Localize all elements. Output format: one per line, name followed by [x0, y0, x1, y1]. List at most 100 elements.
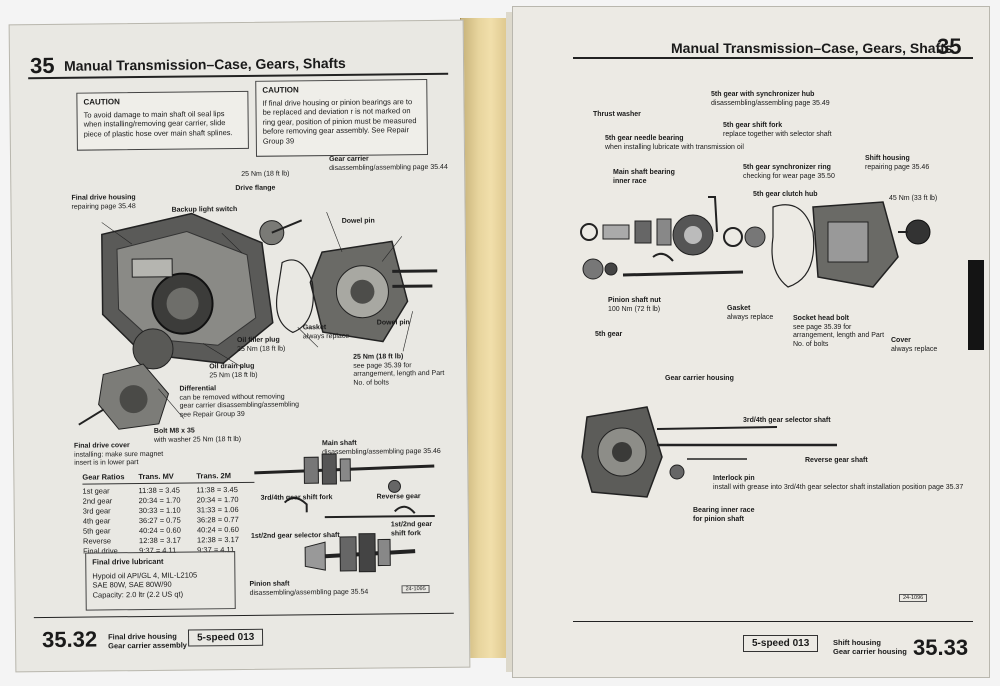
label-sync-ring-sub: checking for wear page 35.50: [743, 172, 835, 180]
right-footer-speed-box: 5-speed 013: [743, 635, 819, 652]
label-thrust-washer: Thrust washer: [593, 111, 641, 118]
label-needle-bearing-title: 5th gear needle bearing: [605, 135, 684, 142]
label-torque-25-bolts-sub: see page 35.39 for arrangement, length a…: [353, 361, 445, 387]
label-shift-housing: Shift housing repairing page 35.46: [865, 155, 929, 172]
label-gasket-right-sub: always replace: [727, 313, 774, 321]
label-pinion-shaft: Pinion shaft disassembling/assembling pa…: [249, 580, 368, 598]
label-main-race: Main shaft bearing inner race: [613, 169, 675, 186]
table-cell: 12:38 = 3.17: [138, 535, 181, 546]
label-fifth-shift-fork-sub: replace together with selector shaft: [723, 130, 832, 138]
label-cover-title: Cover: [891, 337, 911, 344]
right-header-title: Manual Transmission–Case, Gears, Shafts: [671, 40, 953, 56]
label-oil-drain-plug: Oil drain plug 25 Nm (18 ft lb): [209, 363, 257, 381]
gear-ratios-header-row: Gear Ratios Trans. MV Trans. 2M: [82, 470, 255, 485]
right-footer-page-number: 35.33: [913, 635, 969, 660]
left-header-number: 35: [29, 52, 55, 79]
label-final-drive-housing: Final drive housing repairing page 35.48: [71, 194, 135, 212]
label-dowel-pin-top: Dowel pin: [341, 217, 375, 225]
left-footer-rule: [33, 612, 454, 619]
label-bearing-race: Bearing inner race for pinion shaft: [693, 507, 754, 524]
label-pinion-nut-title: Pinion shaft nut: [608, 297, 661, 304]
page-stack-edge: [506, 12, 516, 672]
left-footer-speed-box: 5-speed 013: [187, 628, 264, 647]
label-fifth-sync-hub-sub: disassembling/assembling page 35.49: [711, 99, 830, 107]
table-cell: 36:27 = 0.75: [138, 515, 181, 526]
label-pinion-nut: Pinion shaft nut 100 Nm (72 ft lb): [608, 297, 661, 314]
label-cover: Cover always replace: [891, 337, 937, 354]
label-differential-sub: can be removed without removing gear car…: [179, 393, 300, 419]
gear-ratios-header-cell: Trans. 2M: [196, 471, 232, 481]
label-final-drive-housing-sub: repairing page 35.48: [71, 202, 136, 211]
label-shift-housing-sub: repairing page 35.46: [865, 163, 930, 171]
label-oil-filler-plug-sub: 25 Nm (18 ft lb): [236, 345, 286, 353]
label-selector-shaft-34: 3rd/4th gear selector shaft: [743, 417, 831, 424]
label-socket-bolt-sub: see page 35.39 for arrangement, length a…: [793, 323, 885, 348]
table-cell: 1st gear: [82, 486, 110, 496]
label-reverse-gear: Reverse gear: [376, 493, 421, 501]
label-fifth-shift-fork: 5th gear shift fork replace together wit…: [723, 122, 832, 139]
label-gasket: Gasket always replace: [303, 324, 349, 341]
left-footer-description: Final drive housing Gear carrier assembl…: [108, 632, 187, 651]
gear-ratios-header-cell: Trans. MV: [138, 471, 174, 482]
label-needle-bearing: 5th gear needle bearing when installing …: [605, 135, 744, 152]
label-torque-25-bolts: 25 Nm (18 ft lb) see page 35.39 for arra…: [353, 353, 453, 388]
final-drive-lubricant-box: Final drive lubricant Hypoid oil API/GL …: [85, 551, 236, 611]
label-main-race-sub: inner race: [613, 177, 647, 185]
label-fifth-sync-hub-title: 5th gear with synchronizer hub: [711, 91, 815, 98]
table-cell: 3rd gear: [82, 506, 111, 516]
label-pinion-shaft-sub: disassembling/assembling page 35.54: [249, 588, 369, 597]
label-cover-sub: always replace: [891, 345, 938, 353]
right-header-number: 35: [937, 34, 962, 59]
table-cell: 2nd gear: [82, 496, 113, 506]
right-page: Manual Transmission–Case, Gears, Shafts …: [512, 6, 990, 678]
table-cell: 11:38 = 3.45: [196, 485, 238, 495]
label-oil-drain-plug-sub: 25 Nm (18 ft lb): [209, 371, 258, 379]
left-footer-page-number: 35.32: [41, 626, 98, 653]
caution-1-text: To avoid damage to main shaft oil seal l…: [83, 108, 233, 139]
label-drive-flange: Drive flange: [235, 184, 276, 193]
right-footer-rule: [573, 621, 973, 622]
label-dowel-pin-bottom: Dowel pin: [376, 319, 410, 327]
caution-2-title: CAUTION: [262, 85, 299, 95]
shift-housing-exploded-drawing: [580, 196, 931, 288]
table-cell: 36:28 = 0.77: [196, 515, 239, 525]
lubricant-line: Capacity: 2.0 ltr (2.2 US qt): [92, 589, 184, 600]
label-interlock-pin-title: Interlock pin: [713, 475, 755, 482]
section-index-tab: [968, 260, 984, 350]
right-header-rule: [573, 57, 973, 59]
label-torque-45: 45 Nm (33 ft lb): [889, 195, 938, 202]
label-reverse-gear-shaft: Reverse gear shaft: [805, 457, 868, 464]
label-shift-fork-12: 1st/2nd gear shift fork: [390, 520, 433, 537]
table-cell: Reverse: [82, 536, 112, 546]
left-page: 35 Manual Transmission–Case, Gears, Shaf…: [8, 19, 471, 673]
left-caution-box-1: CAUTION To avoid damage to main shaft oi…: [76, 90, 249, 151]
footer-desc-line: Gear carrier assembly: [108, 640, 187, 651]
lubricant-title: Final drive lubricant: [92, 556, 164, 567]
label-socket-bolt: Socket head bolt see page 35.39 for arra…: [793, 315, 893, 349]
table-cell: 11:38 = 3.45: [138, 485, 180, 496]
label-sync-ring-title: 5th gear synchronizer ring: [743, 164, 831, 171]
label-pinion-nut-sub: 100 Nm (72 ft lb): [608, 305, 661, 313]
label-fifth-shift-fork-title: 5th gear shift fork: [723, 122, 783, 129]
label-differential: Differential can be removed without remo…: [179, 384, 299, 419]
table-cell: 40:24 = 0.60: [196, 525, 239, 535]
table-cell: 5th gear: [82, 526, 111, 536]
gear-ratios-header-cell: Gear Ratios: [82, 472, 125, 482]
gear-carrier-housing-drawing: [581, 406, 837, 498]
table-cell: 4th gear: [82, 516, 111, 526]
label-gear-carrier-sub: disassembling/assembling page 35.44: [329, 163, 448, 172]
label-bearing-race-sub: for pinion shaft: [693, 515, 744, 523]
label-gasket-sub: always replace: [302, 332, 350, 340]
label-interlock-pin: Interlock pin install with grease into 3…: [713, 475, 963, 492]
label-gasket-right-title: Gasket: [727, 305, 751, 312]
label-gear-carrier: Gear carrier disassembling/assembling pa…: [329, 155, 448, 173]
shafts-exploded-drawing: [254, 453, 435, 573]
footer-desc-line: Gear carrier housing: [833, 647, 907, 656]
label-main-shaft: Main shaft disassembling/assembling page…: [322, 439, 441, 457]
left-header-title: Manual Transmission–Case, Gears, Shafts: [63, 54, 346, 74]
label-shift-housing-title: Shift housing: [865, 155, 910, 162]
label-gasket-right: Gasket always replace: [727, 305, 773, 322]
label-clutch-hub: 5th gear clutch hub: [753, 191, 818, 198]
label-gear-carrier-housing: Gear carrier housing: [665, 375, 734, 382]
label-socket-bolt-title: Socket head bolt: [793, 315, 850, 322]
